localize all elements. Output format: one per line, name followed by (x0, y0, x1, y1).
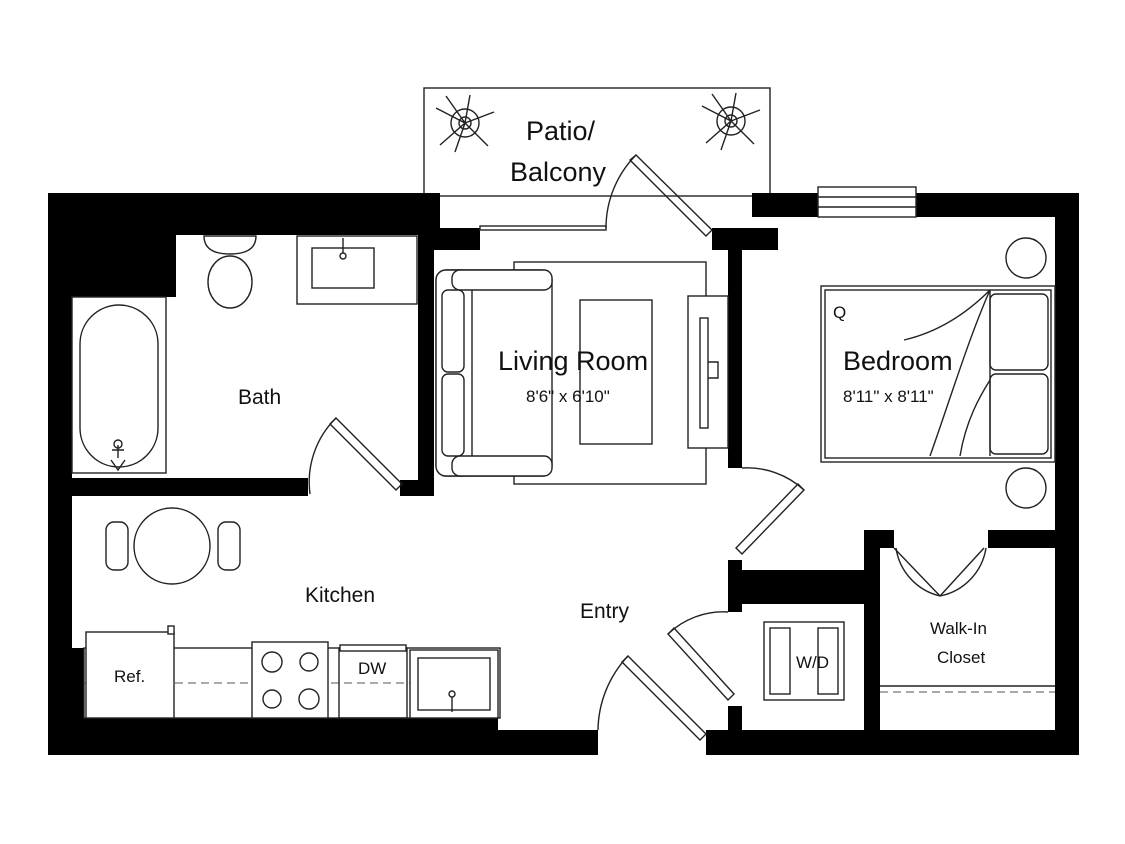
windows (479, 186, 917, 231)
dining-set (105, 507, 241, 585)
walk-in-closet: Walk-In Closet (880, 619, 1055, 693)
plant-left (435, 94, 495, 153)
patio-label-line1: Patio/ (526, 116, 596, 146)
bedroom-label: Bedroom (843, 346, 953, 376)
entry-label: Entry (580, 600, 630, 623)
walls (48, 193, 1079, 755)
range (251, 641, 329, 719)
refrigerator (85, 631, 175, 719)
nightstand-bottom (1005, 467, 1047, 509)
tv-console (687, 295, 729, 449)
kitchen-label: Kitchen (305, 584, 375, 607)
bedroom-dimensions: 8'11" x 8'11" (843, 387, 934, 406)
dishwasher-label: DW (358, 659, 386, 678)
bath-fixtures: Bath (71, 235, 418, 474)
queen-bed (820, 285, 1056, 463)
washer-dryer-label: W/D (796, 653, 829, 672)
patio-balcony: Patio/ Balcony (423, 87, 771, 197)
bed-size-label: Q (833, 303, 846, 322)
doors (308, 154, 987, 741)
washer-dryer: W/D (763, 621, 845, 701)
patio-label-line2: Balcony (510, 157, 607, 187)
plant-right (701, 92, 761, 151)
closet-label-line1: Walk-In (930, 619, 987, 638)
living-room-dimensions: 8'6" x 6'10" (526, 387, 610, 406)
living-room-label: Living Room (498, 346, 648, 376)
sofa (435, 269, 553, 477)
refrigerator-label: Ref. (114, 667, 145, 686)
living-room: Living Room 8'6" x 6'10" (435, 261, 729, 485)
nightstand-top (1005, 237, 1047, 279)
closet-label-line2: Closet (937, 648, 985, 667)
kitchen: Ref. DW Kitchen (83, 507, 501, 719)
bath-label: Bath (238, 386, 281, 409)
coffee-table (579, 299, 653, 445)
bedroom: Q Bedroom 8'11" x 8'11" (820, 237, 1056, 509)
kitchen-sink (409, 649, 499, 719)
